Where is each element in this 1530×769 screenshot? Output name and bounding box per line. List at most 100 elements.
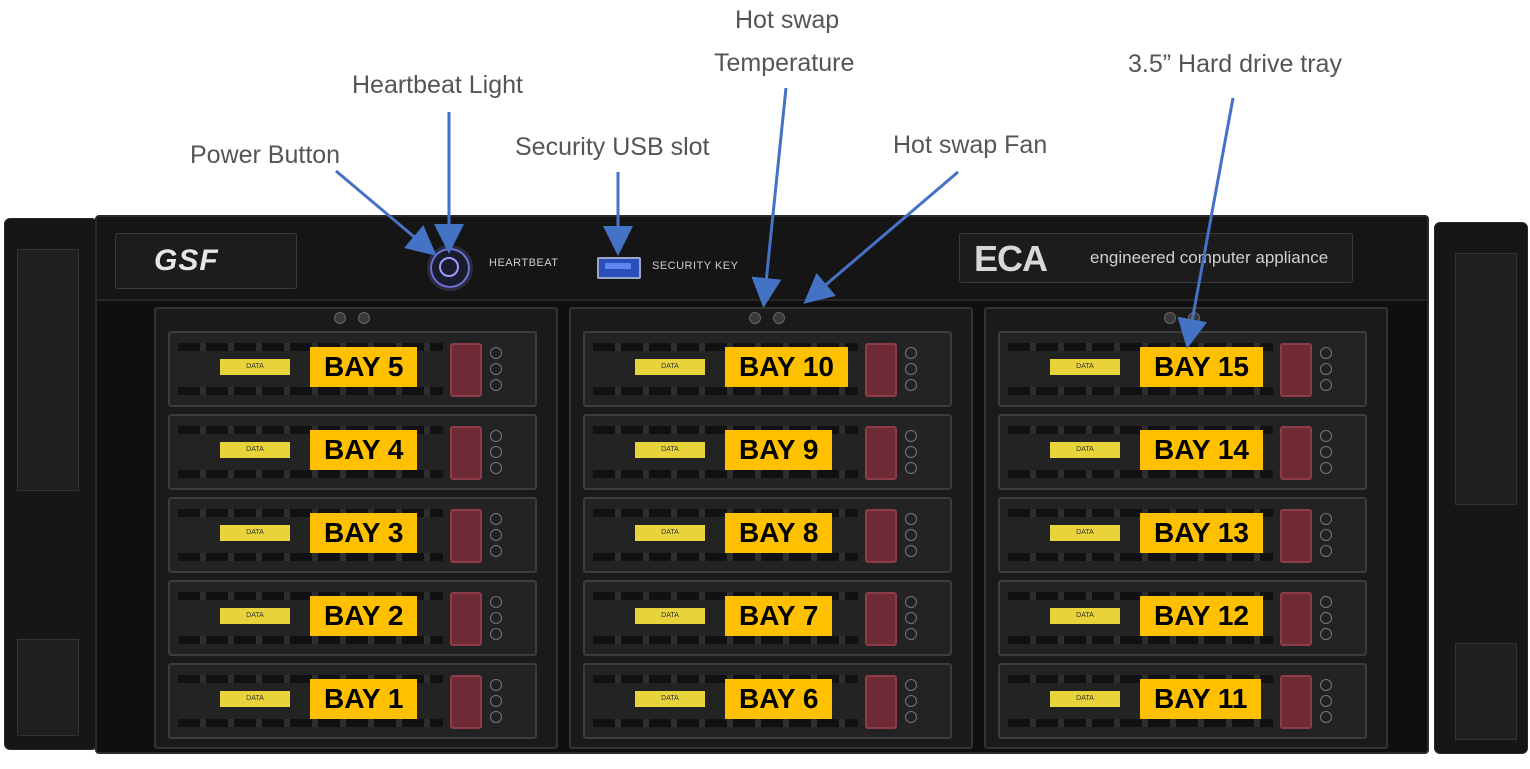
tray-vent xyxy=(178,553,443,561)
bay-label: BAY 5 xyxy=(310,347,418,387)
callout-security-usb: Security USB slot xyxy=(515,133,710,161)
heartbeat-label: HEARTBEAT xyxy=(489,257,559,269)
status-led-icon xyxy=(1320,347,1332,359)
drive-tray[interactable]: DATA BAY 14 xyxy=(998,414,1367,490)
tray-vent xyxy=(178,719,443,727)
temperature-indicator-icon xyxy=(1164,312,1176,324)
tray-status-leds xyxy=(905,430,919,474)
status-led-icon xyxy=(905,462,917,474)
tray-vent xyxy=(1008,387,1273,395)
status-led-icon xyxy=(1320,363,1332,375)
status-led-icon xyxy=(1320,545,1332,557)
bay-label: BAY 9 xyxy=(725,430,833,470)
tray-release-latch[interactable] xyxy=(450,509,482,563)
drive-tray[interactable]: DATA BAY 12 xyxy=(998,580,1367,656)
status-led-icon xyxy=(1320,695,1332,707)
tray-status-leds xyxy=(1320,347,1334,391)
tray-release-latch[interactable] xyxy=(865,592,897,646)
ear-slot xyxy=(1455,643,1517,740)
status-led-icon xyxy=(1320,711,1332,723)
status-led-icon xyxy=(490,711,502,723)
drive-tray[interactable]: DATA BAY 8 xyxy=(583,497,952,573)
status-led-icon xyxy=(1320,379,1332,391)
status-led-icon xyxy=(1320,529,1332,541)
status-led-icon xyxy=(1320,628,1332,640)
tray-release-latch[interactable] xyxy=(1280,675,1312,729)
security-usb-port[interactable] xyxy=(597,257,641,279)
tray-status-leds xyxy=(490,513,504,557)
tray-release-latch[interactable] xyxy=(865,343,897,397)
tray-data-sticker: DATA xyxy=(1050,691,1120,707)
tray-release-latch[interactable] xyxy=(1280,592,1312,646)
tray-vent xyxy=(593,553,858,561)
bay-label: BAY 8 xyxy=(725,513,833,553)
tray-data-sticker: DATA xyxy=(1050,442,1120,458)
tray-data-sticker: DATA xyxy=(220,442,290,458)
status-led-icon xyxy=(905,612,917,624)
status-led-icon xyxy=(490,612,502,624)
tray-data-sticker: DATA xyxy=(1050,359,1120,375)
tray-vent xyxy=(593,719,858,727)
tray-data-sticker: DATA xyxy=(635,608,705,624)
status-led-icon xyxy=(905,529,917,541)
tray-vent xyxy=(1008,636,1273,644)
tray-data-sticker: DATA xyxy=(1050,608,1120,624)
callout-hot-swap-temp-line2: Temperature xyxy=(714,49,855,77)
tray-release-latch[interactable] xyxy=(1280,509,1312,563)
tray-release-latch[interactable] xyxy=(450,675,482,729)
rack-ear-right xyxy=(1434,222,1528,754)
tray-release-latch[interactable] xyxy=(865,426,897,480)
tray-release-latch[interactable] xyxy=(450,592,482,646)
gsf-logo-text: GSF xyxy=(154,244,219,277)
status-led-icon xyxy=(490,596,502,608)
bay-label: BAY 14 xyxy=(1140,430,1263,470)
status-led-icon xyxy=(490,679,502,691)
tray-data-sticker: DATA xyxy=(635,525,705,541)
server-chassis: GSF HEARTBEAT SECURITY KEY ECA engineere… xyxy=(95,215,1429,754)
status-led-icon xyxy=(490,446,502,458)
tray-release-latch[interactable] xyxy=(865,509,897,563)
status-led-icon xyxy=(490,695,502,707)
tray-release-latch[interactable] xyxy=(450,426,482,480)
tray-release-latch[interactable] xyxy=(450,343,482,397)
hot-swap-indicators xyxy=(1156,309,1216,324)
tray-data-sticker: DATA xyxy=(1050,525,1120,541)
fan-indicator-icon xyxy=(358,312,370,324)
tray-vent xyxy=(178,387,443,395)
status-led-icon xyxy=(905,446,917,458)
eca-logo: ECA engineered computer appliance xyxy=(959,233,1353,283)
tray-status-leds xyxy=(905,513,919,557)
bay-label: BAY 4 xyxy=(310,430,418,470)
tray-status-leds xyxy=(905,596,919,640)
ear-slot xyxy=(17,249,79,491)
tray-release-latch[interactable] xyxy=(1280,343,1312,397)
bay-label: BAY 2 xyxy=(310,596,418,636)
drive-tray[interactable]: DATA BAY 4 xyxy=(168,414,537,490)
tray-release-latch[interactable] xyxy=(1280,426,1312,480)
tray-vent xyxy=(593,636,858,644)
tray-status-leds xyxy=(490,679,504,723)
status-led-icon xyxy=(490,529,502,541)
power-button[interactable] xyxy=(427,245,473,291)
tray-vent xyxy=(1008,719,1273,727)
tray-data-sticker: DATA xyxy=(220,525,290,541)
fan-indicator-icon xyxy=(1188,312,1200,324)
bay-label: BAY 12 xyxy=(1140,596,1263,636)
tray-vent xyxy=(178,636,443,644)
bay-label: BAY 6 xyxy=(725,679,833,719)
status-led-icon xyxy=(1320,679,1332,691)
callout-heartbeat-light: Heartbeat Light xyxy=(352,71,523,99)
tray-release-latch[interactable] xyxy=(865,675,897,729)
